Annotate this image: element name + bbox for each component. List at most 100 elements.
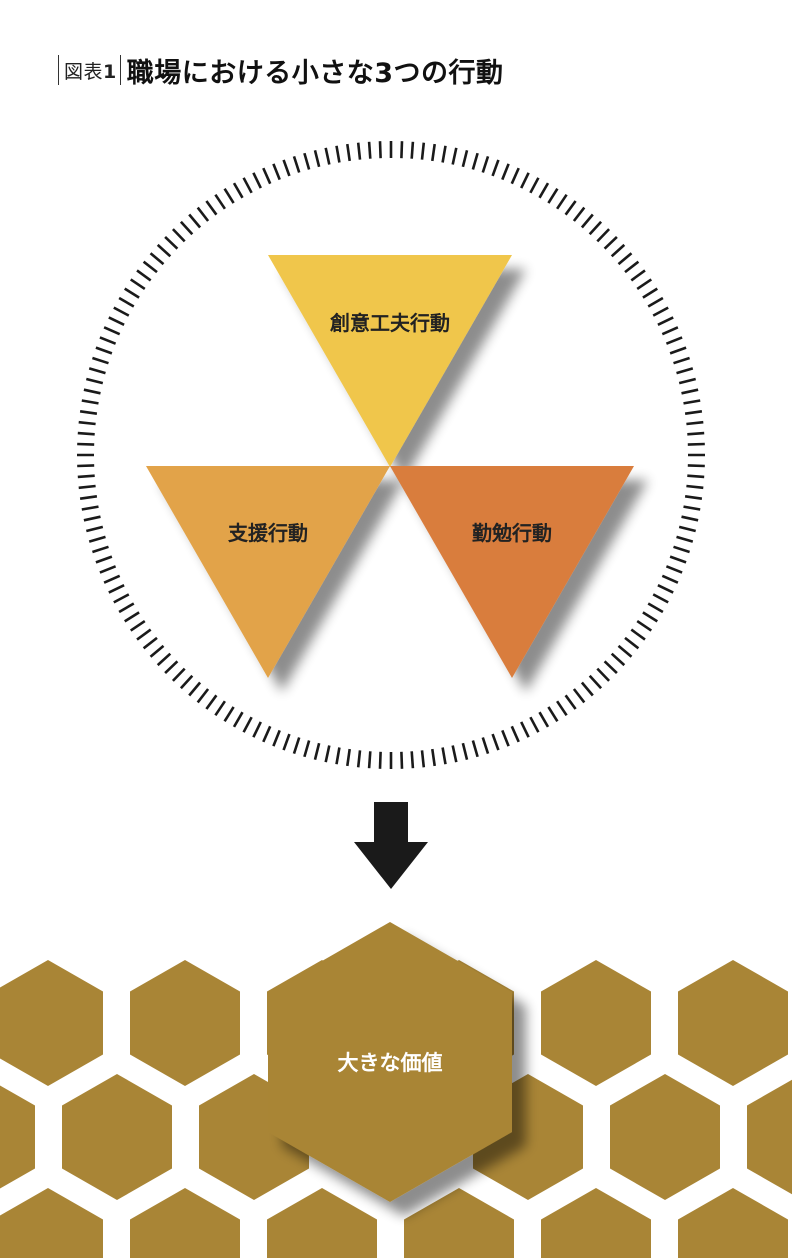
- tick-mark: [686, 420, 704, 426]
- tick-mark: [292, 737, 301, 754]
- tick-mark: [603, 235, 618, 250]
- honeycomb-hexagon: [130, 960, 240, 1086]
- tick-mark: [335, 145, 341, 163]
- tick-mark: [335, 747, 341, 765]
- tick-mark: [481, 737, 490, 754]
- tick-mark: [624, 260, 640, 274]
- tick-mark: [292, 156, 301, 173]
- tick-mark: [683, 505, 701, 511]
- honeycomb-hexagon: [0, 960, 103, 1086]
- tick-mark: [491, 159, 500, 177]
- tick-mark: [676, 367, 694, 375]
- tick-mark: [684, 495, 703, 500]
- tick-mark: [596, 667, 611, 682]
- tick-mark: [324, 147, 331, 165]
- tick-mark: [410, 141, 415, 159]
- tick-mark: [136, 269, 152, 282]
- tick-mark: [108, 316, 125, 326]
- tick-mark: [282, 733, 291, 751]
- tick-mark: [129, 278, 146, 290]
- tick-mark: [99, 336, 117, 345]
- tick-mark: [556, 700, 568, 717]
- tick-mark: [624, 636, 640, 650]
- tick-mark: [657, 316, 674, 326]
- tick-mark: [262, 725, 272, 743]
- tick-mark: [491, 733, 500, 751]
- tick-mark: [636, 278, 653, 290]
- tick-mark: [77, 464, 95, 468]
- tick-mark: [88, 535, 106, 543]
- tick-mark: [214, 700, 226, 717]
- tick-mark: [196, 206, 210, 222]
- tick-mark: [188, 213, 202, 229]
- tick-mark: [313, 149, 321, 168]
- tick-mark: [324, 745, 331, 763]
- figure-label-text: 図表: [64, 60, 104, 83]
- tick-mark: [642, 611, 658, 623]
- tick-mark: [282, 159, 291, 177]
- tick-mark: [223, 188, 235, 204]
- tick-mark: [572, 688, 586, 704]
- tick-mark: [647, 602, 664, 614]
- tick-mark: [572, 206, 586, 222]
- tick-mark: [580, 681, 594, 697]
- tick-mark: [431, 143, 436, 162]
- tick-mark: [378, 141, 382, 159]
- tick-mark: [272, 163, 281, 181]
- honeycomb-hexagon: [62, 1074, 172, 1200]
- honeycomb-hexagon: [678, 960, 788, 1086]
- tick-mark: [142, 260, 158, 274]
- tick-mark: [346, 143, 351, 162]
- tick-mark: [681, 388, 699, 395]
- tick-mark: [630, 628, 646, 641]
- tick-mark: [252, 721, 262, 738]
- tick-mark: [303, 740, 311, 758]
- tick-mark: [678, 525, 697, 533]
- tick-mark: [636, 620, 653, 632]
- tick-mark: [510, 725, 520, 743]
- tick-mark: [124, 287, 140, 299]
- tick-mark: [669, 346, 687, 355]
- figure-number: 1: [103, 60, 117, 83]
- tick-mark: [85, 377, 104, 385]
- tick-mark: [136, 628, 152, 641]
- tick-mark: [92, 545, 109, 554]
- header-divider-left: [58, 55, 59, 85]
- tick-mark: [547, 706, 559, 722]
- honeycomb-hexagon: [678, 1188, 788, 1258]
- tick-mark: [92, 356, 109, 365]
- tick-mark: [461, 742, 469, 761]
- triangle-diligence: [390, 466, 634, 678]
- tick-mark: [149, 252, 165, 266]
- tick-mark: [564, 200, 577, 216]
- tick-mark: [346, 748, 351, 767]
- tick-mark: [687, 464, 705, 468]
- tick-mark: [610, 243, 626, 258]
- tick-mark: [171, 667, 186, 682]
- tick-mark: [303, 152, 311, 170]
- tick-mark: [83, 388, 101, 395]
- tick-mark: [77, 442, 95, 446]
- tick-mark: [129, 620, 146, 632]
- tick-mark: [588, 220, 603, 236]
- tick-mark: [88, 367, 106, 375]
- tick-mark: [451, 745, 458, 763]
- tick-mark: [603, 660, 618, 675]
- tick-mark: [687, 442, 705, 446]
- tick-mark: [378, 751, 382, 769]
- honeycomb-hexagon: [404, 1188, 514, 1258]
- tick-mark: [113, 306, 130, 317]
- outcome-hexagon: [268, 922, 512, 1202]
- tick-mark: [669, 555, 687, 564]
- outcome-label: 大きな価値: [338, 1051, 443, 1075]
- tick-mark: [642, 287, 658, 299]
- tick-mark: [232, 182, 244, 199]
- tick-mark: [520, 721, 530, 738]
- tick-mark: [156, 243, 172, 258]
- honeycomb-hexagon: [610, 1074, 720, 1200]
- tick-mark: [124, 611, 140, 623]
- tick-mark: [657, 584, 674, 594]
- tick-mark: [596, 228, 611, 243]
- tick-ring: [77, 141, 705, 769]
